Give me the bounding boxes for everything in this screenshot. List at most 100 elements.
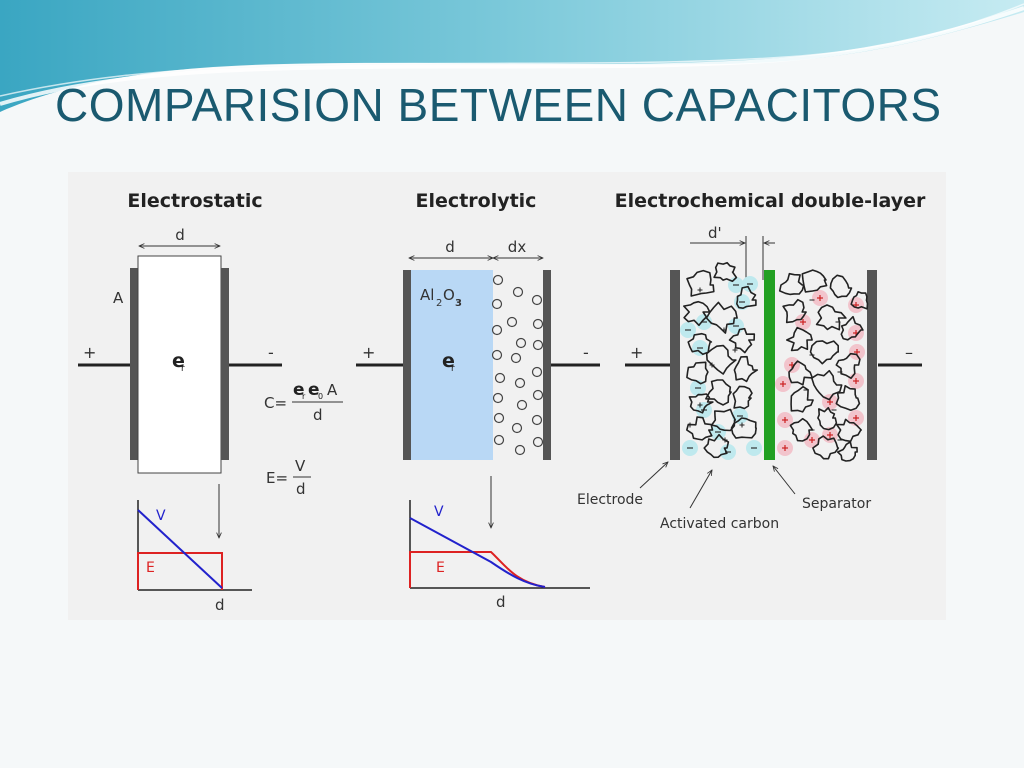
anion — [692, 340, 708, 356]
carbon-particle — [782, 298, 807, 324]
electrostatic-gap-label: d — [175, 226, 185, 244]
carbon-particle — [829, 274, 853, 299]
electrolyte-ion — [506, 316, 518, 328]
electrolyte-ion — [532, 389, 544, 401]
formula-c-num-e1: e — [293, 380, 305, 400]
separator-membrane — [764, 270, 775, 460]
electrolytic-oxide-dielectric — [411, 270, 493, 460]
activated-carbon — [683, 261, 869, 462]
electrolyte-ion — [514, 444, 526, 456]
carbon-particle — [688, 393, 714, 414]
electrolytic-minus-sign: - — [583, 343, 589, 362]
electrolyte-ion — [492, 392, 504, 404]
formula-e-lhs: E= — [266, 469, 288, 487]
electrostatic-field-line — [137, 552, 223, 590]
carbon-particle — [836, 441, 858, 462]
carbon-particle — [683, 300, 711, 327]
carbon-particle — [713, 261, 738, 283]
cation — [777, 412, 793, 428]
carbon-particle — [812, 435, 840, 460]
electrolytic-plus-sign: + — [362, 343, 375, 362]
carbon-particle — [686, 361, 709, 385]
carbon-particle — [835, 418, 862, 443]
electrolytic-oxide-label-sub2: 2 — [436, 298, 442, 309]
electrode-pointer — [639, 462, 668, 489]
electrolyte-ion — [531, 294, 543, 306]
electrolytic-dx-label: dx — [508, 238, 527, 256]
cation — [784, 357, 800, 373]
electrochemical-gap-label: d' — [708, 224, 722, 242]
electrostatic-panel: Electrostatic d A + - e r C= e r e 0 A d… — [78, 190, 343, 614]
carbon-particle — [840, 315, 864, 341]
carbon-particle — [705, 301, 738, 334]
carbon-particle — [710, 408, 737, 432]
electrochemical-left-electrode — [670, 270, 680, 460]
carbon-particle — [789, 417, 814, 442]
carbon-particle — [703, 433, 730, 459]
electrolytic-voltage-line — [409, 517, 546, 588]
carbon-particle — [815, 304, 847, 331]
electrolyte-ion — [532, 318, 544, 330]
electrostatic-left-plate — [130, 268, 138, 460]
electrolytic-oxide-label-o: O — [443, 286, 455, 304]
electrochemical-plus-sign: + — [630, 343, 643, 362]
carbon-particle — [850, 291, 869, 310]
electrolyte-ion — [491, 324, 503, 336]
electrolytic-graph-e-label: E — [436, 560, 445, 576]
cation — [848, 297, 864, 313]
carbon-particle — [733, 355, 759, 383]
electrostatic-graph: V E d — [137, 500, 252, 614]
formula-c-num-sub1: r — [302, 392, 306, 401]
formula-e-num: V — [295, 457, 306, 475]
electrolyte-ions — [491, 274, 544, 456]
electrolyte-ion — [532, 339, 544, 351]
carbon-particle — [811, 369, 843, 401]
cation — [812, 290, 828, 306]
formula-c-num-sub2: 0 — [318, 392, 323, 401]
separator-pointer — [773, 466, 796, 495]
cation — [777, 440, 793, 456]
electrostatic-graph-x-label: d — [215, 596, 225, 614]
electrostatic-minus-sign: - — [268, 343, 274, 362]
anion — [728, 318, 744, 334]
separator-label: Separator — [802, 496, 871, 512]
cation — [848, 410, 864, 426]
carbon-particle — [835, 352, 861, 379]
electrolyte-ion — [514, 377, 526, 389]
header-wave-line — [0, 3, 1024, 97]
electrolyte-ion — [516, 399, 528, 411]
carbon-particle — [732, 385, 753, 410]
cation — [848, 373, 864, 389]
electrochemical-heading: Electrochemical double-layer — [615, 190, 926, 212]
electrolytic-dielectric-subscript: r — [451, 364, 455, 374]
formula-c-den: d — [313, 406, 323, 424]
anion — [746, 440, 762, 456]
carbon-particle — [687, 332, 713, 356]
electrolytic-dielectric-label: e — [442, 350, 455, 372]
electrostatic-voltage-line — [137, 509, 223, 589]
cation — [795, 314, 811, 330]
double-layer-ions — [680, 276, 865, 460]
electrostatic-dielectric-subscript: r — [181, 364, 185, 374]
activated-carbon-pointer — [689, 470, 712, 509]
electrolytic-panel: Electrolytic d dx + - Al 2 O 3 e r — [356, 190, 600, 611]
carbon-particle — [728, 327, 756, 354]
formula-e-den: d — [296, 480, 306, 498]
formula-c-lhs: C= — [264, 394, 287, 412]
anion — [710, 424, 726, 440]
anion — [680, 322, 696, 338]
electrolytic-oxide-label-al: Al — [420, 286, 434, 304]
electrolytic-heading: Electrolytic — [416, 190, 537, 212]
carbon-particle — [790, 385, 814, 413]
electrolyte-ion — [492, 274, 504, 286]
electrolyte-ion — [531, 414, 543, 426]
carbon-particle — [686, 269, 715, 297]
carbon-particle — [786, 326, 813, 352]
electrolyte-ion — [493, 434, 505, 446]
electrolyte-ion — [510, 352, 522, 364]
header-wave-shape — [0, 0, 1024, 112]
electrolyte-ion — [491, 298, 503, 310]
electrostatic-plus-sign: + — [83, 343, 96, 362]
carbon-particle — [730, 417, 757, 439]
